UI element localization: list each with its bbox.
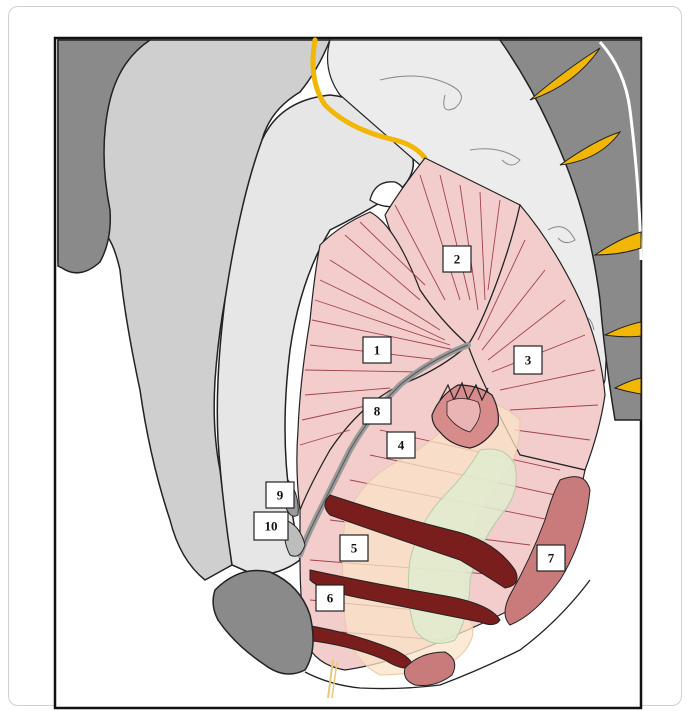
svg-text:8: 8 (374, 404, 381, 419)
label-7: 7 (537, 545, 565, 571)
svg-text:1: 1 (374, 343, 381, 358)
svg-text:10: 10 (265, 519, 278, 534)
svg-text:2: 2 (454, 252, 461, 267)
label-3: 3 (514, 346, 542, 374)
label-6: 6 (316, 585, 344, 611)
label-1: 1 (363, 337, 391, 363)
label-10: 10 (254, 512, 288, 540)
label-8: 8 (363, 398, 391, 424)
svg-text:4: 4 (398, 438, 405, 453)
label-5: 5 (340, 535, 368, 561)
svg-text:7: 7 (548, 551, 555, 566)
svg-text:6: 6 (327, 591, 334, 606)
label-9: 9 (266, 482, 294, 508)
svg-text:5: 5 (351, 541, 358, 556)
label-4: 4 (387, 432, 415, 458)
svg-text:3: 3 (525, 353, 532, 368)
label-2: 2 (443, 246, 471, 272)
svg-text:9: 9 (277, 488, 284, 503)
